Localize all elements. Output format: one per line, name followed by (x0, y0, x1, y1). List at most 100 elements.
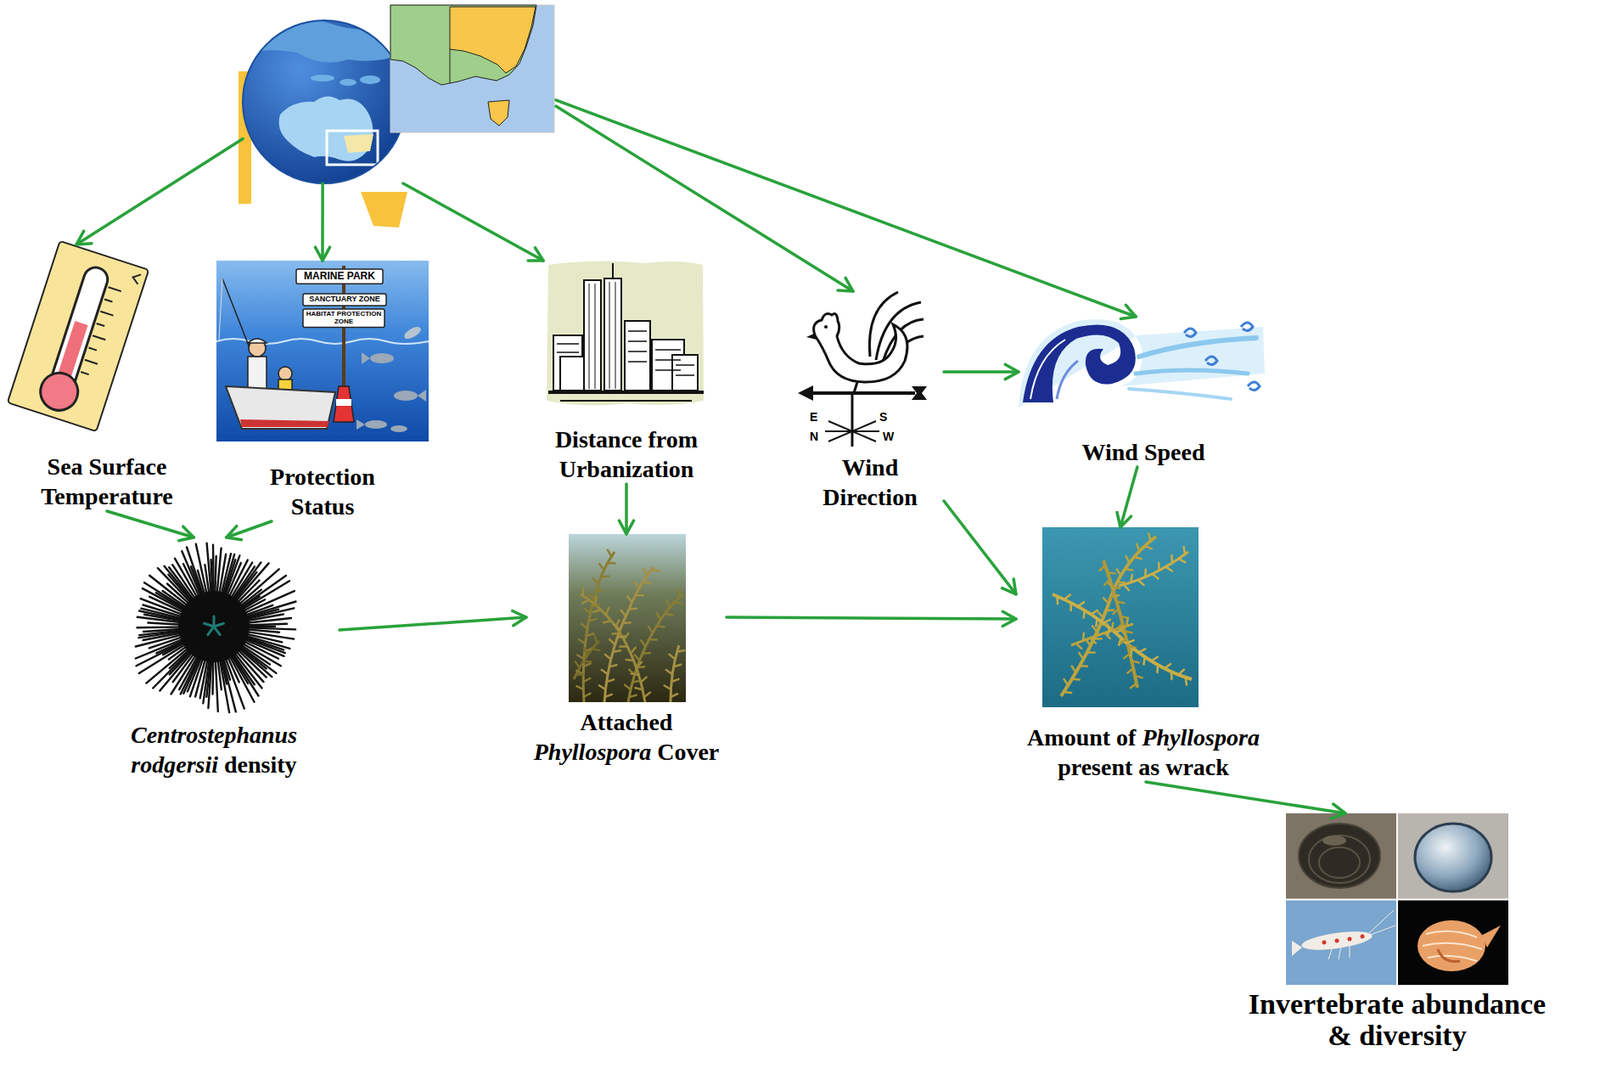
weathervane-part (911, 386, 927, 400)
kelp-leaflets-part (1103, 597, 1109, 604)
kelp-leaflets-part (656, 612, 661, 620)
kelp-leaflets-part (584, 608, 591, 614)
invertebrate-photos-part (1422, 931, 1483, 961)
kelp-leaflets-part (605, 654, 612, 660)
invertebrate-photos-part (1300, 927, 1374, 954)
arrow-line (106, 510, 194, 538)
thermometer-part (96, 323, 106, 326)
kelp-leaflets-part (1170, 555, 1174, 563)
kelp-leaflets-part (581, 623, 588, 629)
arrow-head (179, 526, 195, 541)
arrow-head (837, 277, 854, 292)
kelp-leaflets-part (1124, 568, 1133, 570)
thermometer-part (100, 311, 113, 316)
invertebrate-photos-part (1328, 943, 1350, 960)
protection-cartoon-part (278, 366, 292, 381)
city-skyline-part (595, 283, 596, 389)
globe-map-part-part (339, 78, 357, 86)
kelp-leaflets-part (1064, 679, 1069, 686)
kelp-leaflets-part (1089, 638, 1096, 644)
sea-urchin-part (207, 626, 214, 635)
kelp-leaflets-part (617, 636, 625, 638)
kelp-leaflets-part (1165, 567, 1173, 572)
kelp-leaflets-part (1111, 586, 1120, 589)
wind-swirl-part (1139, 337, 1257, 357)
wind-swirl-part (1128, 388, 1231, 399)
city-skyline-part (604, 278, 622, 391)
sign-text: SANCTUARY ZONE (305, 295, 384, 304)
kelp-leaflets-part (1072, 666, 1077, 674)
kelp-leaflets-part (605, 694, 612, 697)
kelp-leaflets-part (630, 647, 636, 654)
kelp-leaflets-part (1178, 669, 1185, 675)
driver-node: Wind Direction (796, 291, 944, 512)
arrow-line (943, 500, 1017, 595)
kelp-leaflets-part (1138, 648, 1146, 652)
thermometer-part (80, 371, 90, 375)
protection-cartoon-part (225, 386, 336, 429)
kelp-leaflets-part (1124, 630, 1133, 633)
kelp-leaflets-part (1120, 638, 1127, 644)
kelp-leaflets-part (576, 673, 584, 676)
variable-label: Distance from Urbanization (533, 424, 720, 484)
kelp-leaflets-part (674, 601, 683, 605)
kelp-leaflets-part (593, 578, 599, 584)
thermometer-part (104, 298, 113, 302)
kelp-leaflets-part (1126, 555, 1130, 563)
kelp-leaflets-part (1157, 562, 1161, 571)
kelp-leaflets-part (1104, 579, 1110, 585)
compass-letter: S (879, 410, 888, 424)
response-node: Invertebrate abundance & diversity (1240, 813, 1555, 1052)
kelp-leaflets-part (1072, 678, 1080, 681)
weathervane-part (806, 332, 817, 340)
arrow-head (512, 611, 527, 626)
kelp-leaflets-part (615, 619, 619, 627)
sign-boards (296, 269, 387, 328)
thermometer-part (108, 286, 122, 292)
arrow-line (555, 106, 854, 292)
arrow-line (76, 139, 243, 246)
arrow-head (618, 520, 634, 534)
arrow-head (1002, 611, 1017, 626)
kelp-leaflets-part (1117, 581, 1125, 584)
kelp-leaflets-part (669, 654, 676, 660)
kelp-photo-part (573, 640, 600, 680)
kelp-leaflets-part (601, 669, 608, 674)
kelp-leaflets-part (671, 679, 679, 682)
driver-node: Distance from Urbanization (533, 260, 720, 484)
invertebrate-photos-part (1285, 899, 1398, 985)
arrow-line (555, 100, 1136, 317)
kelp-leaflets-part (576, 670, 584, 674)
kelp-leaflets-part (1164, 663, 1171, 669)
arrow-head (76, 230, 92, 245)
kelp-leaflets-part (623, 633, 629, 640)
kelp-leaflets-part (634, 687, 643, 690)
kelp-leaflets-part (642, 580, 651, 584)
kelp-leaflets-part (1055, 595, 1059, 604)
kelp-leaflets-part (1097, 628, 1099, 636)
kelp-leaflets-part (1128, 645, 1136, 648)
kelp-leaflets-part (607, 550, 612, 557)
city-skyline-part (548, 390, 704, 394)
kelp-leaflets-part (1111, 623, 1113, 631)
invertebrate-photos-part (1347, 937, 1353, 942)
kelp-photo-part (583, 551, 615, 702)
arrow-connector (403, 183, 544, 261)
arrow-head (527, 247, 544, 261)
kelp-leaflets-part (578, 639, 586, 644)
wind-swirl-part (1240, 322, 1253, 332)
invertebrate-photos-part (1397, 899, 1509, 985)
arrow-connector (726, 611, 1017, 626)
kelp-leaflets-part (626, 658, 635, 662)
kelp-leaflets-part (595, 635, 598, 644)
invertebrate-photos-part (1368, 909, 1396, 936)
compass-letter: N (809, 430, 819, 444)
invertebrate-photos (1285, 813, 1509, 985)
arrow-head (314, 247, 330, 261)
protection-cartoon-part (361, 352, 371, 365)
variable-label: Invertebrate abundance & diversity (1240, 988, 1555, 1052)
arrow-head (1120, 304, 1136, 319)
globe-map-part (449, 49, 451, 84)
sea-urchin-part (178, 590, 250, 663)
